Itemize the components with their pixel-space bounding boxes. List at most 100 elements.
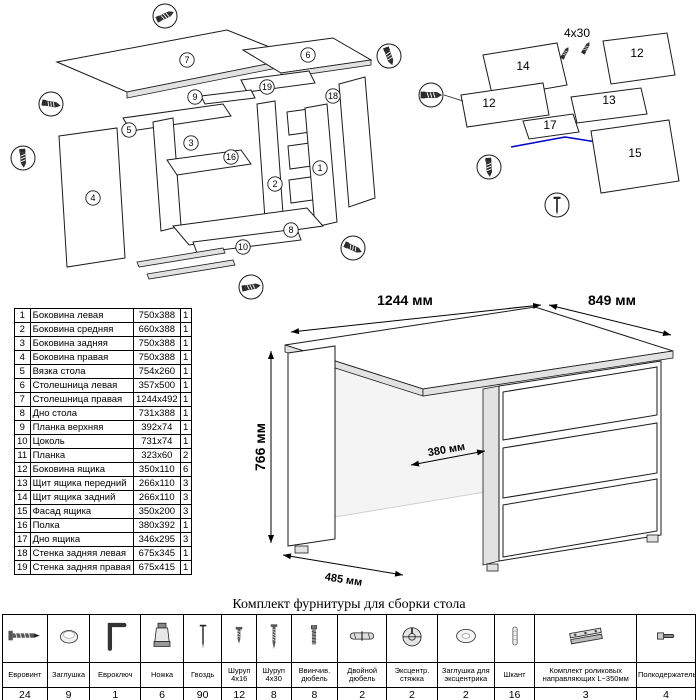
screw-callout	[238, 274, 264, 300]
part-size: 675x415	[132, 560, 181, 575]
part-name: Вязка стола	[29, 364, 134, 379]
screw-callout	[10, 145, 36, 171]
part-num: 10	[14, 434, 31, 449]
part-num: 5	[14, 364, 31, 379]
hardware-qty: 16	[493, 687, 536, 700]
part-size: 731x388	[132, 406, 181, 421]
part-8-bottom-panel	[172, 207, 324, 246]
part-name: Дно ящика	[29, 532, 134, 547]
part-qty: 1	[179, 560, 192, 575]
hardware-icon-cell	[221, 614, 257, 663]
part-name: Боковина правая	[29, 350, 134, 365]
hardware-name: Ножка	[140, 662, 184, 688]
hardware-qty: 2	[337, 687, 388, 700]
plug-icon	[59, 630, 78, 644]
part-qty: 1	[179, 364, 192, 379]
part-qty: 1	[179, 350, 192, 365]
screw-in-dowel-icon	[311, 625, 318, 645]
part-size: 266x110	[132, 490, 181, 505]
part-num: 14	[14, 490, 31, 505]
svg-text:5: 5	[126, 125, 131, 135]
assembly-direction-line	[510, 136, 604, 148]
drawer-part-label-15: 15	[628, 146, 642, 160]
part-num: 1	[14, 308, 31, 323]
part-qty: 1	[179, 518, 192, 533]
part-qty: 1	[179, 308, 192, 323]
part-qty: 1	[179, 336, 192, 351]
leader-line	[443, 94, 464, 102]
hardware-qty: 12	[221, 687, 257, 700]
part-qty: 3	[179, 490, 192, 505]
part-size: 731x74	[132, 434, 181, 449]
desk-drawer-pedestal	[482, 360, 662, 566]
screw-callout	[152, 3, 178, 29]
part-size: 357x500	[132, 378, 181, 393]
drawer-part-label-14: 14	[516, 59, 530, 73]
part-name: Щит ящика передний	[29, 476, 134, 491]
drawer-part-label-12: 12	[482, 96, 496, 110]
part-name: Цоколь	[29, 434, 134, 449]
hardware-name: Евровинт	[2, 662, 48, 688]
hardware-qty: 6	[140, 687, 184, 700]
part-qty: 3	[179, 532, 192, 547]
part-17-drawer-bottom	[522, 113, 580, 140]
part-name: Боковина средняя	[29, 322, 134, 337]
hardware-icon-cell	[140, 614, 184, 663]
hardware-icon-cell	[436, 614, 495, 663]
nail-callout	[544, 192, 570, 218]
hw-icon-row	[2, 614, 697, 663]
hardware-qty: 90	[182, 687, 223, 700]
part-size: 266x110	[132, 476, 181, 491]
desk-dimension-drawing: 1244 мм 849 мм 766 мм 380 мм 485 мм	[255, 293, 674, 589]
hardware-name: Евроключ	[89, 662, 142, 688]
part-callout-5: 5	[121, 122, 137, 138]
drawer-front-3	[502, 478, 658, 558]
part-qty: 3	[179, 504, 192, 519]
hardware-qty: 24	[2, 687, 48, 700]
hardware-qty: 1	[89, 687, 142, 700]
dim-height-label: 766 мм	[255, 423, 268, 471]
hardware-icon-cell	[534, 614, 637, 663]
part-callout-3: 3	[183, 135, 199, 151]
part-qty: 1	[179, 406, 192, 421]
screw-callout	[340, 235, 366, 261]
part-5-beam	[122, 103, 232, 132]
part-num: 12	[14, 462, 31, 477]
dim-width-label: 1244 мм	[377, 293, 433, 308]
screw-callout	[580, 42, 590, 55]
part-size: 754x260	[132, 364, 181, 379]
svg-text:7: 7	[184, 55, 189, 65]
screw-callout	[376, 43, 402, 69]
svg-text:6: 6	[305, 50, 310, 60]
part-16-shelf	[166, 149, 252, 176]
part-name: Боковина задняя	[29, 336, 134, 351]
part-qty: 3	[179, 476, 192, 491]
svg-text:18: 18	[328, 91, 338, 101]
part-7-desktop-panel	[55, 29, 299, 99]
part-num: 19	[14, 560, 31, 575]
screw-callout	[559, 47, 569, 60]
svg-text:19: 19	[262, 82, 272, 92]
part-qty: 1	[179, 546, 192, 561]
drawer-part-label-13: 13	[602, 93, 616, 107]
part-qty: 1	[179, 322, 192, 337]
svg-text:8: 8	[288, 225, 293, 235]
part-num: 11	[14, 448, 31, 463]
hardware-icon-cell	[2, 614, 48, 663]
part-size: 750x388	[132, 308, 181, 323]
part-18-back-panel	[338, 76, 376, 208]
hardware-name: Ввинчив. дюбель	[290, 662, 339, 688]
part-callout-18: 18	[325, 88, 341, 104]
